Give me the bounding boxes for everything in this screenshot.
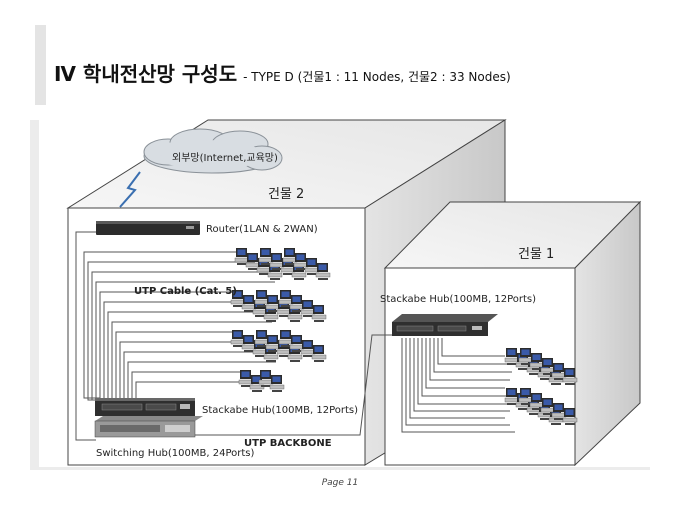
computer-icon <box>311 305 327 322</box>
building1-cables <box>401 338 515 433</box>
computer-icon <box>315 263 331 280</box>
building1-label: 건물 1 <box>518 247 555 262</box>
building2-hub-label: Stackabe Hub(100MB, 12Ports) <box>202 405 359 416</box>
diagram-frame-left <box>30 120 39 470</box>
router-device <box>96 221 200 235</box>
computer-icon <box>291 263 307 280</box>
title-subtitle: - TYPE D (건물1 : 11 Nodes, 건물2 : 33 Nodes… <box>243 70 511 84</box>
backbone-cable <box>160 334 398 436</box>
computer-icon <box>269 375 285 392</box>
switching-hub <box>94 416 203 438</box>
stackable-hub-building2 <box>95 398 195 416</box>
backbone-label: UTP BACKBONE <box>244 438 332 449</box>
computer-icon <box>287 305 303 322</box>
computer-icon <box>562 368 578 385</box>
building1-hub-label: Stackabe Hub(100MB, 12Ports) <box>380 294 537 305</box>
switching-hub-label: Switching Hub(100MB, 24Ports) <box>96 448 255 459</box>
wan-link-icon <box>119 171 141 208</box>
cloud-label: 외부망(Internet,교육망) <box>172 153 278 164</box>
page-number: Page 11 <box>321 478 359 488</box>
computer-icon <box>562 408 578 425</box>
diagram-frame-bottom <box>30 467 650 470</box>
building2-label: 건물 2 <box>268 187 305 202</box>
computer-icon <box>287 345 303 362</box>
internet-cloud <box>143 128 283 174</box>
router-label: Router(1LAN & 2WAN) <box>206 224 318 235</box>
slide-title: Ⅳ 학내전산망 구성도 - TYPE D (건물1 : 11 Nodes, 건물2… <box>54 58 511 87</box>
computer-icon <box>263 345 279 362</box>
cable-label: UTP Cable (Cat. 5) <box>134 286 237 297</box>
computer-icon <box>263 305 279 322</box>
title-accent-bar <box>35 25 46 105</box>
computer-clusters <box>230 248 578 425</box>
computer-icon <box>311 345 327 362</box>
title-main: Ⅳ 학내전산망 구성도 <box>54 62 238 86</box>
computer-icon <box>267 263 283 280</box>
stackable-hub-building1 <box>392 314 498 336</box>
